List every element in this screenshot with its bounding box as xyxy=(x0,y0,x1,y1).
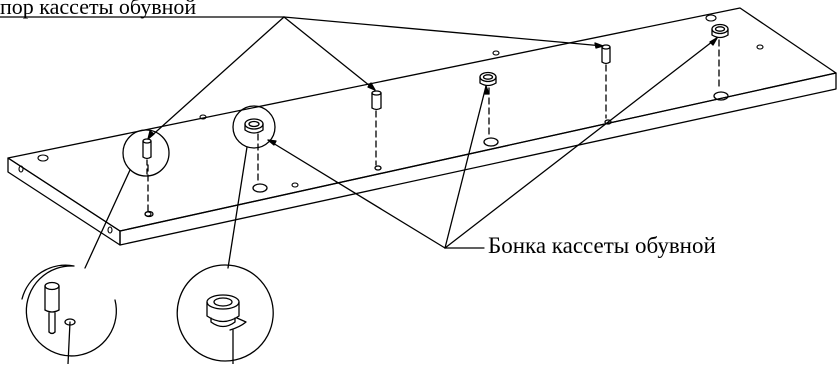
hole xyxy=(757,45,763,49)
hole xyxy=(38,155,48,161)
detail-leader-line xyxy=(85,170,130,268)
detail-leader-line xyxy=(228,147,247,268)
panel-left-face xyxy=(8,158,120,245)
bonka xyxy=(245,119,267,192)
hole xyxy=(706,15,716,21)
label-support: пор кассеты обувной xyxy=(0,0,197,19)
detail-callout-circle xyxy=(233,106,275,148)
panel-front-face xyxy=(120,73,836,245)
top-label-leaders xyxy=(0,17,603,139)
support-pin xyxy=(602,45,611,124)
support-pin xyxy=(143,139,153,217)
bonka-label-leaders xyxy=(268,38,717,248)
bonka xyxy=(712,25,728,101)
hole xyxy=(19,166,23,172)
detail-callout-circle xyxy=(123,130,169,176)
hole xyxy=(200,115,206,119)
label-bonka: Бонка кассеты обувной xyxy=(488,233,716,258)
zoom-circle-bonka xyxy=(177,265,273,364)
hole xyxy=(292,183,298,187)
panel-holes xyxy=(19,15,763,233)
panel-board xyxy=(8,8,836,245)
support-pin xyxy=(372,91,381,170)
zoom-circle-pin xyxy=(22,265,116,364)
hole xyxy=(108,227,112,233)
hole xyxy=(493,51,499,55)
bonka xyxy=(480,73,498,147)
